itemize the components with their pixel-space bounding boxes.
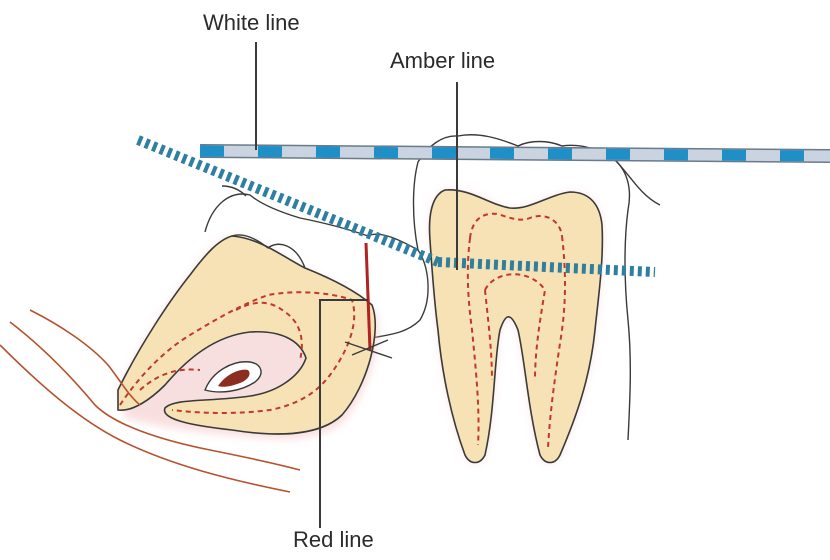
red-line-label: Red line [293, 527, 374, 553]
white-line-bar [200, 151, 830, 156]
amber-line-label: Amber line [390, 48, 495, 74]
second-molar [430, 190, 603, 463]
white-line-label: White line [203, 10, 300, 36]
